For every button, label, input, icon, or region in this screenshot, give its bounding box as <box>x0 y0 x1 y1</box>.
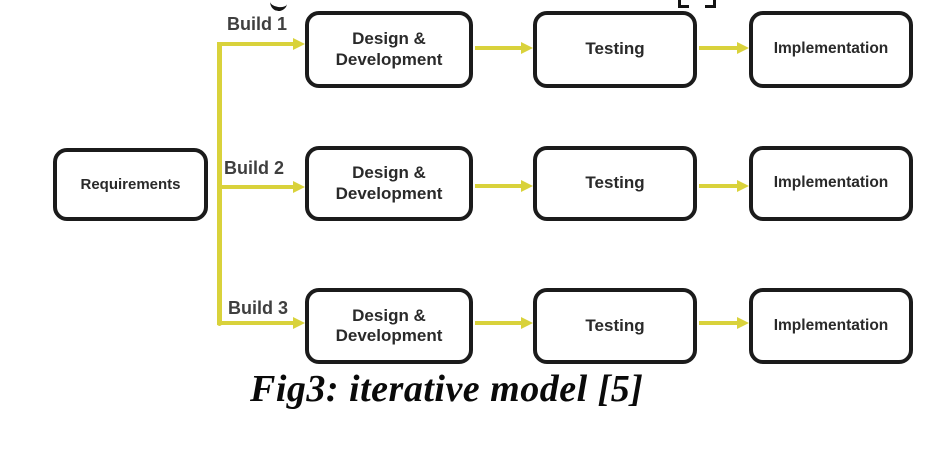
arrowhead-icon <box>293 181 305 193</box>
arrow-shaft <box>699 321 740 325</box>
arrow-testing-to-implementation-build3 <box>699 317 749 329</box>
node-implementation-build3: Implementation <box>749 288 913 364</box>
arrow-design-to-testing-build1 <box>475 42 533 54</box>
node-label: Testing <box>585 315 645 335</box>
arrowhead-icon <box>521 180 533 192</box>
node-label: Implementation <box>773 40 889 58</box>
node-design-development-build1: Design & Development <box>305 11 473 88</box>
node-implementation-build2: Implementation <box>749 146 913 221</box>
arrow-shaft <box>217 42 296 46</box>
arrow-shaft <box>475 321 524 325</box>
node-testing-build1: Testing <box>533 11 697 88</box>
arrow-shaft <box>699 184 740 188</box>
node-label: Design & Development <box>335 29 443 69</box>
node-implementation-build1: Implementation <box>749 11 913 88</box>
arrow-shaft <box>475 184 524 188</box>
arrowhead-icon <box>293 317 305 329</box>
arrow-shaft <box>217 185 296 189</box>
build-3-label: Build 3 <box>228 298 289 318</box>
arrow-shaft <box>475 46 524 50</box>
node-design-development-build2: Design & Development <box>305 146 473 221</box>
arrowhead-icon <box>737 180 749 192</box>
node-label: Implementation <box>773 316 889 334</box>
cropped-glyph-bracket-left <box>678 0 689 8</box>
node-testing-build3: Testing <box>533 288 697 364</box>
branch-arrow-build-3 <box>217 317 305 329</box>
figure-caption: Fig3: iterative model [5] <box>250 368 644 410</box>
branch-arrow-build-1 <box>217 38 305 50</box>
cropped-glyph-descender <box>269 0 288 13</box>
arrowhead-icon <box>737 42 749 54</box>
arrow-shaft <box>699 46 740 50</box>
arrowhead-icon <box>521 42 533 54</box>
branch-arrow-build-2 <box>217 181 305 193</box>
build-1-label: Build 1 <box>227 14 288 34</box>
arrow-design-to-testing-build2 <box>475 180 533 192</box>
arrow-design-to-testing-build3 <box>475 317 533 329</box>
branch-trunk-line <box>217 42 222 326</box>
arrowhead-icon <box>737 317 749 329</box>
node-label: Testing <box>585 39 645 59</box>
arrow-shaft <box>217 321 296 325</box>
node-label: Requirements <box>80 175 181 193</box>
node-requirements: Requirements <box>53 148 208 221</box>
node-label: Testing <box>585 173 645 193</box>
cropped-glyph-bracket-right <box>705 0 716 8</box>
node-label: Implementation <box>773 174 889 192</box>
node-label: Design & Development <box>335 305 443 345</box>
node-label: Design & Development <box>335 163 443 203</box>
arrowhead-icon <box>293 38 305 50</box>
node-testing-build2: Testing <box>533 146 697 221</box>
arrow-testing-to-implementation-build2 <box>699 180 749 192</box>
build-2-label: Build 2 <box>224 158 285 178</box>
node-design-development-build3: Design & Development <box>305 288 473 364</box>
arrow-testing-to-implementation-build1 <box>699 42 749 54</box>
arrowhead-icon <box>521 317 533 329</box>
